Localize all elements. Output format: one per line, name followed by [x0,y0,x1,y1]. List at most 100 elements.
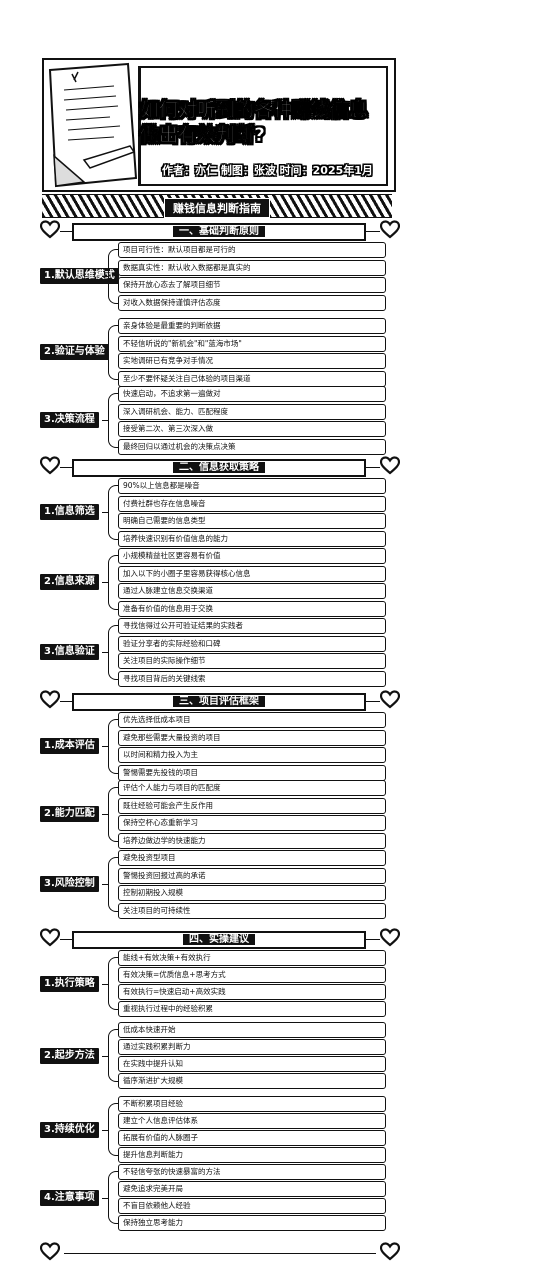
branch-brace [108,1171,119,1224]
branch-connector [102,352,108,354]
branch-connector [102,512,108,514]
section-header: 二、信息获取策略 [40,456,400,477]
branch-label: 3.决策流程 [40,412,99,429]
heart-icon [40,220,60,239]
section-header: 四、实操建议 [40,928,400,949]
branch-label: 3.风险控制 [40,876,99,893]
branch-group: 3.决策流程 快速启动，不追求第一遍做对深入调研机会、能力、匹配程度接受第二次、第… [40,386,400,455]
branch-connector [102,582,108,584]
leaf-item: 拓展有价值的人脉圈子 [118,1130,386,1146]
guide-banner: 赚钱信息判断指南 [42,194,392,218]
branch-brace [108,1029,119,1082]
branch-brace [108,719,119,774]
branch-brace [108,249,119,304]
leaf-item: 通过实践积累判断力 [118,1039,386,1055]
branch-brace [108,957,119,1010]
branch-label: 1.默认思维模式 [40,268,119,285]
heart-icon [380,220,400,239]
section-title-box: 二、信息获取策略 [72,459,366,477]
section-title-box: 四、实操建议 [72,931,366,949]
leaf-item: 关注项目的可持续性 [118,902,386,919]
header-card: 如何对听到的各种赚钱信息做出有效判断? 作者：亦仁 制图：张波 时间：2025年… [42,58,396,192]
leaf-item: 对收入数据保持谨慎评估态度 [118,294,386,311]
leaf-item: 准备有价值的信息用于交换 [118,600,386,617]
section-header: 一、基础判断原则 [40,220,400,241]
leaf-item: 警惕投资回报过高的承诺 [118,867,386,884]
leaf-item: 培养快速识别有价值信息的能力 [118,530,386,547]
leaf-item: 付费社群也存在信息噪音 [118,495,386,512]
branch-connector [102,983,108,985]
branch-label: 2.能力匹配 [40,806,99,823]
section-title: 二、信息获取策略 [173,462,265,473]
branch-connector [102,746,108,748]
page-title: 如何对听到的各种赚钱信息做出有效判断? [140,99,369,147]
leaf-item: 深入调研机会、能力、匹配程度 [118,403,386,420]
branch-connector [102,1055,108,1057]
branch-brace [108,1103,119,1156]
section-title: 四、实操建议 [183,934,255,945]
leaf-item: 避免投资型项目 [118,850,386,866]
leaf-item: 评估个人能力与项目的匹配度 [118,780,386,796]
branch-connector [102,652,108,654]
leaf-item: 验证分享者的实际经验和口碑 [118,635,386,652]
branch-group: 3.持续优化不断积累项目经验建立个人信息评估体系拓展有价值的人脉圈子提升信息判断… [40,1096,400,1163]
leaf-item: 不轻信夸张的快速暴富的方法 [118,1164,386,1180]
title-frame [138,66,388,186]
leaf-item: 建立个人信息评估体系 [118,1113,386,1129]
section-header: 三、项目评估框架 [40,690,400,711]
leaf-item: 寻找项目背后的关键线索 [118,670,386,687]
leaf-item: 通过人脉建立信息交换渠道 [118,583,386,599]
leaf-item: 加入以下的小圈子里容易获得核心信息 [118,565,386,582]
document-illustration-icon [44,60,140,190]
leaf-item: 至少不要怀疑关注自己体验的项目渠道 [118,370,386,387]
heart-icon [40,1242,60,1261]
branch-connector [102,276,108,278]
leaf-item: 亲身体验是最重要的判断依据 [118,318,386,334]
branch-group: 1.成本评估优先选择低成本项目避免那些需要大量投资的项目以时间和精力投入为主警惕… [40,712,400,781]
branch-connector [102,884,108,886]
heart-icon [380,928,400,947]
branch-group: 3.信息验证寻找信得过公开可验证结果的实践者验证分享者的实际经验和口碑关注项目的… [40,618,400,687]
leaf-item: 寻找信得过公开可验证结果的实践者 [118,618,386,634]
branch-label: 1.成本评估 [40,738,99,755]
branch-label: 1.信息筛选 [40,504,99,521]
leaf-item: 接受第二次、第三次深入做 [118,421,386,437]
branch-label: 2.信息来源 [40,574,99,591]
branch-connector [102,1197,108,1199]
branch-group: 2.验证与体验亲身体验是最重要的判断依据不轻信听说的"新机会"和"蓝海市场"实地… [40,318,400,387]
branch-brace [108,857,119,912]
branch-group: 2.起步方法低成本快速开始通过实践积累判断力在实践中提升认知循序渐进扩大规模 [40,1022,400,1089]
section-title-box: 三、项目评估框架 [72,693,366,711]
guide-banner-text: 赚钱信息判断指南 [164,198,270,218]
leaf-item: 保持空杯心态重新学习 [118,815,386,831]
heart-icon [40,928,60,947]
footer-line [64,1253,376,1254]
branch-label: 3.信息验证 [40,644,99,661]
leaf-item: 能线+有效决策+有效执行 [118,950,386,966]
leaf-item: 保持独立思考能力 [118,1215,386,1231]
branch-connector [102,1129,108,1131]
leaf-item: 避免追求完美开局 [118,1181,386,1197]
leaf-item: 培养边做边学的快速能力 [118,832,386,849]
branch-connector [102,420,108,422]
branch-label: 3.持续优化 [40,1121,99,1138]
leaf-item: 有效决策=优质信息+思考方式 [118,967,386,983]
leaf-item: 低成本快速开始 [118,1022,386,1038]
branch-group: 3.风险控制避免投资型项目警惕投资回报过高的承诺控制初期投入规模关注项目的可持续… [40,850,400,919]
heart-icon [40,456,60,475]
branch-brace [108,485,119,540]
leaf-item: 优先选择低成本项目 [118,712,386,728]
section-title: 一、基础判断原则 [173,226,265,237]
branch-group: 1.执行策略 能线+有效决策+有效执行有效决策=优质信息+思考方式有效执行=快速启… [40,950,400,1017]
leaf-item: 明确自己需要的信息类型 [118,513,386,529]
leaf-item: 在实践中提升认知 [118,1056,386,1072]
heart-icon [380,456,400,475]
branch-label: 1.执行策略 [40,975,99,992]
leaf-item: 有效执行=快速启动+高效实践 [118,984,386,1000]
branch-label: 2.起步方法 [40,1047,99,1064]
branch-group: 2.信息来源小规模精益社区更容易有价值加入以下的小圈子里容易获得核心信息通过人脉… [40,548,400,617]
leaf-item: 数据真实性：默认收入数据都是真实的 [118,259,386,276]
branch-brace [108,625,119,680]
leaf-item: 快速启动，不追求第一遍做对 [118,386,386,402]
branch-brace [108,393,119,448]
